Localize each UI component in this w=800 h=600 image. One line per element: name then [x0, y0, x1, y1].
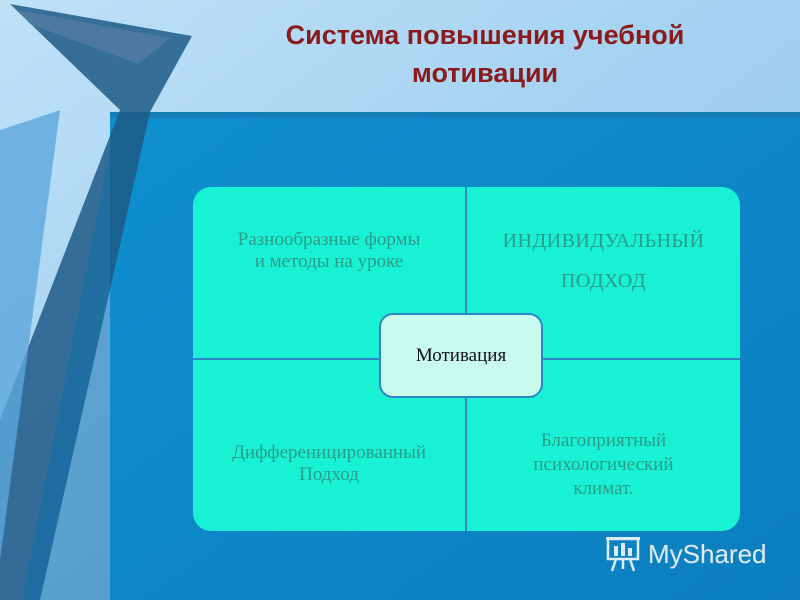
- quadrant-text-line: Благоприятный: [540, 430, 667, 451]
- slide-title: Система повышения учебной мотивации: [200, 16, 770, 92]
- presentation-board-icon: [606, 537, 640, 572]
- quadrant-text-line: ПОДХОД: [560, 270, 647, 292]
- quadrant-text-line: Разнообразные формы: [237, 229, 421, 250]
- title-line-1: Система повышения учебной: [285, 20, 685, 50]
- watermark-text: MyShared: [648, 538, 767, 569]
- decorative-swoosh-highlight: [18, 10, 170, 64]
- decorative-swoosh-light: [0, 110, 60, 560]
- quadrant-bottom-right: Благоприятный психологический климат.: [467, 429, 740, 501]
- quadrant-top-left: Разнообразные формы и методы на уроке: [193, 229, 465, 273]
- quadrant-bottom-left: Дифференицированный Подход: [193, 442, 465, 486]
- quadrant-top-right: ИНДИВИДУАЛЬНЫЙ ПОДХОД: [467, 221, 740, 301]
- quadrant-text-line: климат.: [573, 478, 634, 499]
- quadrant-text-line: ИНДИВИДУАЛЬНЫЙ: [502, 230, 705, 252]
- quadrant-text-line: Дифференицированный: [231, 442, 427, 463]
- title-line-2: мотивации: [411, 58, 559, 88]
- quadrant-text-line: и методы на уроке: [254, 251, 404, 272]
- center-node-motivation: Мотивация: [379, 313, 543, 398]
- watermark: MyShared: [606, 534, 767, 574]
- quadrant-text-line: психологический: [533, 454, 674, 475]
- quadrant-text-line: Подход: [299, 464, 359, 485]
